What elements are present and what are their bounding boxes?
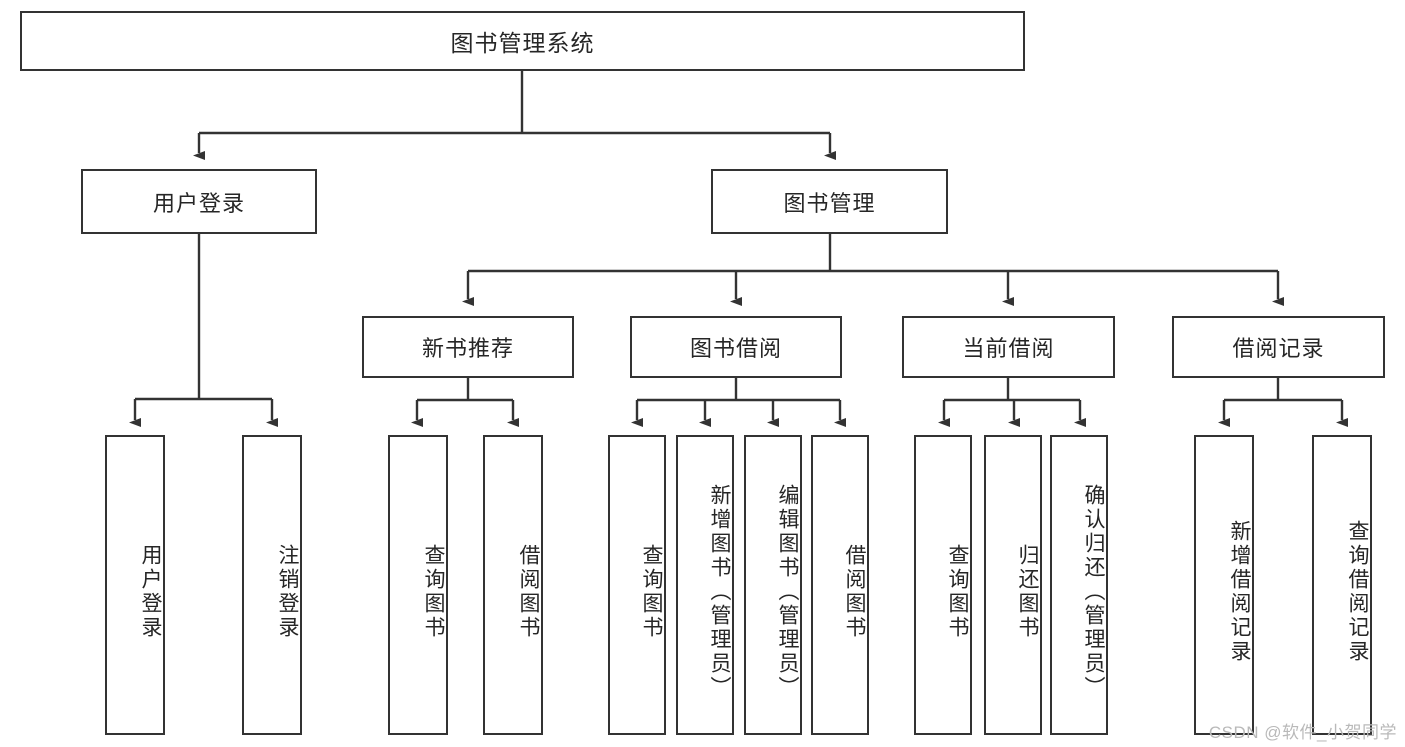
leaf-user-login-login[interactable]: 用户登录: [105, 435, 165, 735]
node-label: 用户登录: [152, 190, 245, 216]
leaf-new-book-query[interactable]: 查询图书: [388, 435, 448, 735]
node-label: 查询图书: [946, 544, 969, 640]
node-label: 归还图书: [1016, 544, 1039, 640]
node-current-borrow[interactable]: 当前借阅: [902, 316, 1115, 378]
leaf-record-query-record[interactable]: 查询借阅记录: [1312, 435, 1372, 735]
node-book-borrow[interactable]: 图书借阅: [630, 316, 842, 378]
node-label: 新书推荐: [421, 336, 514, 361]
node-label: 借阅图书: [843, 544, 866, 640]
leaf-borrow-edit-book[interactable]: 编辑图书（管理员）: [744, 435, 802, 735]
leaf-current-confirm-return[interactable]: 确认归还（管理员）: [1050, 435, 1108, 735]
node-user-login[interactable]: 用户登录: [81, 169, 317, 234]
node-label: 查询图书: [640, 544, 663, 640]
node-label: 注销登录: [276, 544, 299, 640]
node-label: 借阅记录: [1232, 336, 1325, 361]
node-label: 新增图书（管理员）: [708, 484, 731, 700]
node-label: 确认归还（管理员）: [1082, 484, 1105, 700]
leaf-user-login-logout[interactable]: 注销登录: [242, 435, 302, 735]
csdn-watermark: CSDN @软件_小贺同学: [1208, 723, 1397, 742]
node-label: 图书管理系统: [450, 30, 595, 56]
leaf-borrow-add-book[interactable]: 新增图书（管理员）: [676, 435, 734, 735]
node-label: 图书借阅: [689, 336, 782, 361]
leaf-current-query-book[interactable]: 查询图书: [914, 435, 972, 735]
leaf-current-return-book[interactable]: 归还图书: [984, 435, 1042, 735]
node-label: 新增借阅记录: [1228, 520, 1251, 664]
node-label: 查询借阅记录: [1346, 520, 1369, 664]
node-root-system[interactable]: 图书管理系统: [20, 11, 1025, 71]
node-label: 借阅图书: [517, 544, 540, 640]
node-label: 当前借阅: [962, 336, 1055, 361]
leaf-borrow-borrow-book[interactable]: 借阅图书: [811, 435, 869, 735]
node-label: 用户登录: [139, 544, 162, 640]
node-label: 编辑图书（管理员）: [776, 484, 799, 700]
node-borrow-record[interactable]: 借阅记录: [1172, 316, 1385, 378]
leaf-record-add-record[interactable]: 新增借阅记录: [1194, 435, 1254, 735]
leaf-new-book-borrow[interactable]: 借阅图书: [483, 435, 543, 735]
node-book-management[interactable]: 图书管理: [711, 169, 948, 234]
node-new-book-recommend[interactable]: 新书推荐: [362, 316, 574, 378]
node-label: 图书管理: [783, 190, 876, 216]
leaf-borrow-query-book[interactable]: 查询图书: [608, 435, 666, 735]
node-label: 查询图书: [422, 544, 445, 640]
